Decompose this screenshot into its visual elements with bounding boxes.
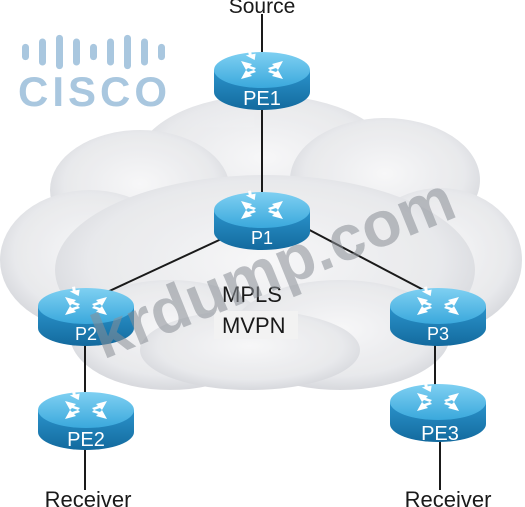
source-label: Source [229,0,296,18]
router-label-pe1: PE1 [243,88,281,110]
router-label-p1: P1 [251,228,273,248]
router-label-p3: P3 [427,324,449,344]
router-p3: P3 [390,285,486,346]
router-label-pe2: PE2 [67,429,105,451]
cisco-logo-bar [158,43,165,61]
cisco-logo-bar [90,43,97,61]
router-p1: P1 [214,189,310,250]
cisco-logo-bar [22,43,29,61]
cisco-logo-bar [107,38,114,66]
cloud-label-mvpn-box [214,311,298,339]
cisco-logo-bar [73,38,80,66]
cisco-logo-bar [39,38,46,66]
cisco-logo-bar [141,38,148,66]
links [84,14,441,490]
cisco-logo-bars [22,34,165,70]
cisco-logo-bar [56,34,63,70]
router-pe2: PE2 [38,389,134,451]
router-pe1: PE1 [214,49,310,110]
router-label-pe3: PE3 [421,423,459,445]
cisco-logo: CISCO [18,34,171,115]
router-p2: P2 [38,285,134,346]
router-pe3: PE3 [390,381,486,445]
cisco-wordmark: CISCO [18,68,171,115]
link-p1-p2 [89,234,231,301]
cisco-logo-bar [124,34,131,70]
cloud-label-mpls: MPLS [222,282,282,307]
receiver-label-right: Receiver [405,487,492,507]
cloud-label-mvpn: MVPN [222,313,286,338]
receiver-label-left: Receiver [45,487,132,507]
link-p1-p3 [299,224,436,297]
router-label-p2: P2 [75,324,97,344]
